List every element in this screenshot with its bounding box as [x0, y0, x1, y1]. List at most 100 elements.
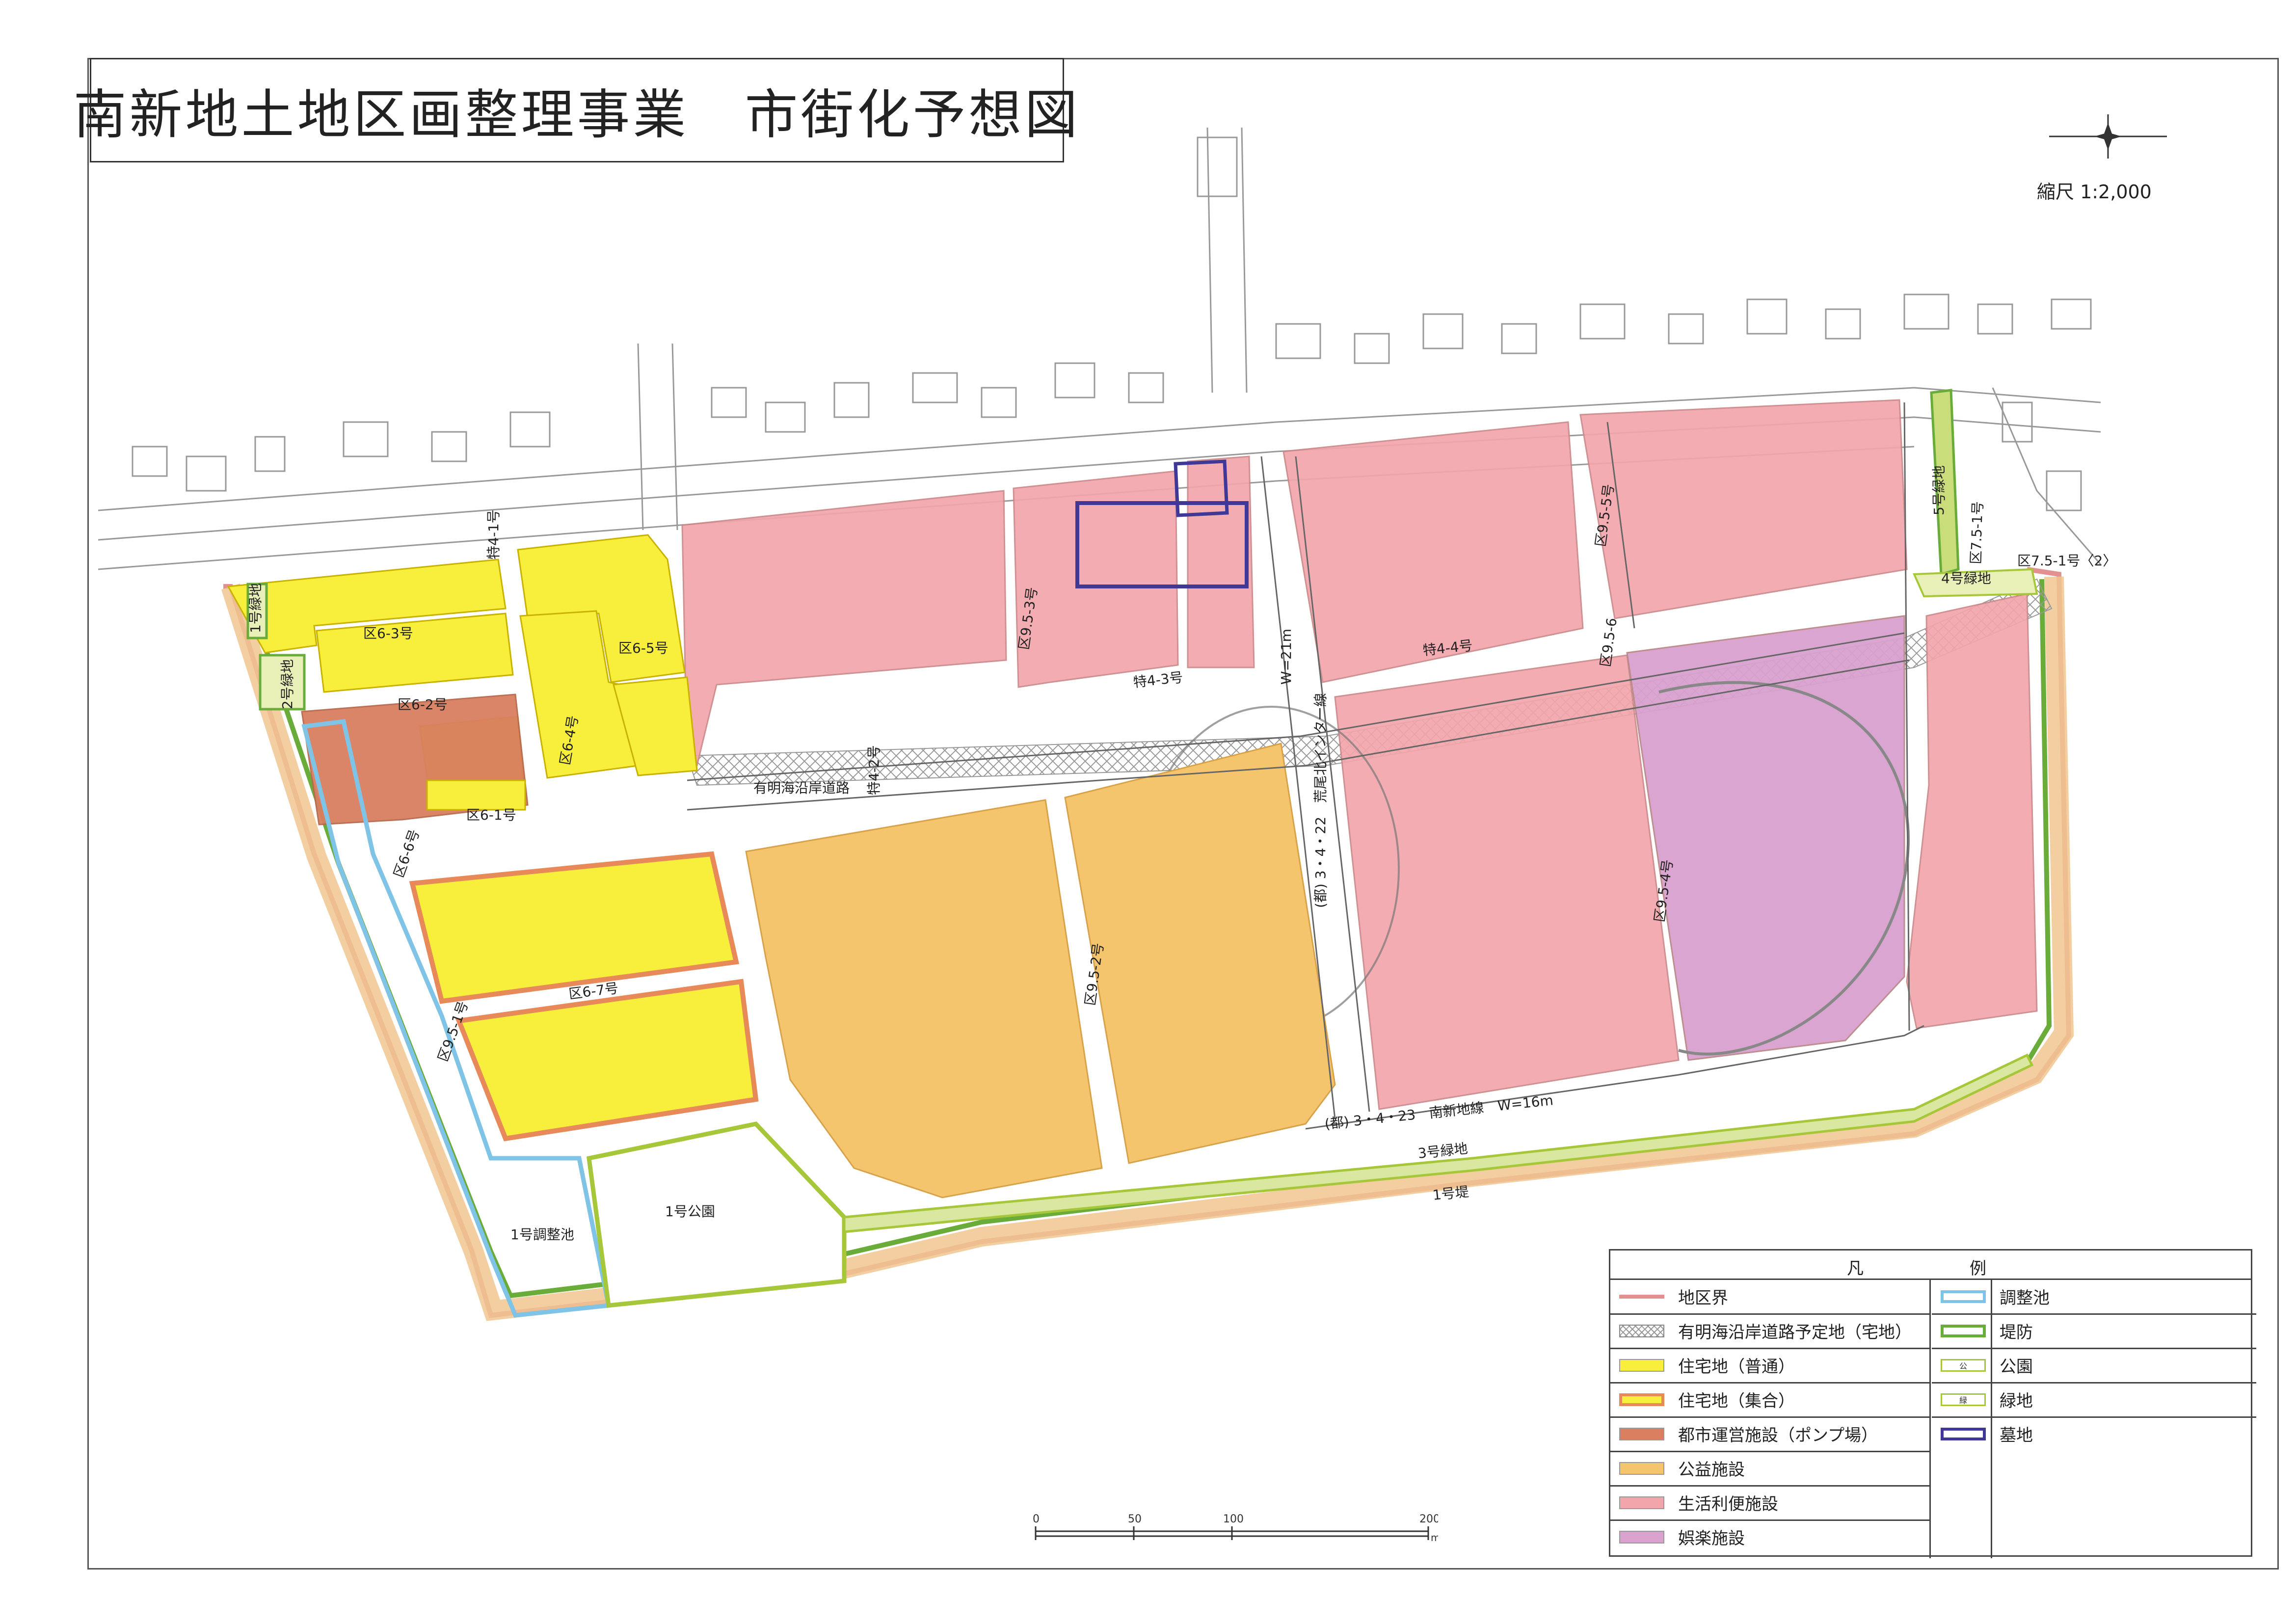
legend-right-swatch-1: [1941, 1324, 1986, 1337]
legend-left-label-1: 有明海沿岸道路予定地（宅地）: [1678, 1323, 1912, 1342]
commercial-block-1: [681, 490, 1007, 767]
label-green-4: 4号緑地: [1941, 570, 1991, 586]
scale-label: 縮尺 1:2,000: [2037, 181, 2152, 203]
legend-left-swatch-6: [1619, 1496, 1664, 1509]
commercial-block-4: [1282, 421, 1584, 683]
legend-right-label-0: 調整池: [2000, 1288, 2050, 1308]
label-toku-4-2: 特4-2号: [866, 745, 882, 795]
label-toku-4-3: 特4-3号: [1132, 669, 1184, 691]
legend-left-row-5: 公益施設: [1610, 1452, 1745, 1485]
pump-inner-residential: [426, 779, 526, 811]
scale-tick-200: 200: [1419, 1513, 1438, 1525]
label-ku-7-5-1-2: 区7.5-1号〈2〉: [2017, 553, 2116, 569]
commercial-block-2: [1013, 470, 1179, 688]
label-ku-6-3: 区6-3号: [363, 625, 413, 641]
legend-left-label-2: 住宅地（普通）: [1678, 1357, 1795, 1377]
legend-left-swatch-1: [1619, 1324, 1664, 1337]
legend-left-swatch-3: [1619, 1393, 1664, 1406]
legend-left-label-4: 都市運営施設（ポンプ場）: [1678, 1426, 1878, 1445]
legend-left-row-4: 都市運営施設（ポンプ場）: [1610, 1417, 1878, 1450]
label-road-3-4-22: (都) 3・4・22 荒尾北インター線: [1312, 693, 1329, 908]
legend-left-row-0: 地区界: [1610, 1280, 1728, 1313]
scale-bar: 0 50 100 200 m: [1033, 1513, 1438, 1544]
map-title: 南新地土地区画整理事業 市街化予想図: [73, 84, 1081, 146]
legend-left-swatch-0: [1619, 1294, 1664, 1299]
entertainment-block: [1626, 615, 1905, 1061]
label-ku-6-1: 区6-1号: [466, 807, 516, 823]
legend-left-label-7: 娯楽施設: [1678, 1529, 1745, 1548]
legend-left-label-5: 公益施設: [1678, 1460, 1745, 1480]
legend-right-row-0: 調整池: [1932, 1280, 2050, 1313]
green-strip-2: [259, 654, 306, 711]
label-road-ariake: 有明海沿岸道路: [753, 780, 850, 796]
map-title-box: 南新地土地区画整理事業 市街化予想図: [74, 58, 1078, 162]
label-ku-7-5-1: 区7.5-1号: [1968, 501, 1986, 565]
label-ku-6-5: 区6-5号: [618, 640, 668, 656]
embankment-band: [221, 576, 2074, 1321]
commercial-block-5: [1579, 399, 1908, 619]
label-toku-4-1: 特4-1号: [485, 509, 502, 559]
label-pond-1: 1号調整池: [510, 1226, 574, 1243]
legend-right-label-1: 堤防: [2000, 1323, 2033, 1342]
label-green-2: 2号緑地: [279, 659, 295, 709]
label-embankment-1: 1号堤: [1432, 1183, 1469, 1203]
cemetery-annex: [1174, 459, 1229, 517]
road-lines: [687, 402, 1924, 1130]
label-park-1: 1号公園: [665, 1203, 715, 1220]
label-green-5: 5号緑地: [1931, 465, 1947, 515]
legend-right-swatch-2: 公: [1941, 1358, 1986, 1372]
public-facility-blocks: [745, 743, 1336, 1198]
public-block-2: [1064, 743, 1336, 1164]
legend-left-swatch-2: [1619, 1358, 1664, 1372]
legend-right-swatch-4: [1941, 1427, 1986, 1440]
label-ku-6-2: 区6-2号: [398, 696, 448, 713]
label-road-w21: W=21m: [1278, 629, 1294, 685]
legend-right-swatch-0: [1941, 1290, 1986, 1303]
map-frame: [87, 58, 2279, 1570]
legend-right-swatch-3: 緑: [1941, 1393, 1986, 1406]
legend-right-label-3: 緑地: [2000, 1391, 2033, 1411]
legend-right-row-4: 墓地: [1932, 1417, 2033, 1450]
residential-collective-blocks: [409, 851, 759, 1142]
label-ku-6-6: 区6-6号: [391, 827, 423, 880]
legend-left-label-0: 地区界: [1678, 1288, 1728, 1308]
legend-right-row-2: 公公園: [1932, 1349, 2033, 1382]
commercial-blocks: [681, 399, 2038, 1110]
legend-left-row-6: 生活利便施設: [1610, 1486, 1778, 1519]
legend-left-row-1: 有明海沿岸道路予定地（宅地）: [1610, 1314, 1912, 1347]
scale-unit: m: [1431, 1532, 1438, 1544]
collective-block-2: [455, 979, 759, 1142]
scale-tick-100: 100: [1223, 1513, 1244, 1525]
label-green-1: 1号緑地: [247, 583, 264, 633]
legend-left-row-2: 住宅地（普通）: [1610, 1349, 1795, 1382]
legend-right-symbol-3: 緑: [1959, 1395, 1967, 1405]
legend-right-label-4: 墓地: [2000, 1426, 2033, 1445]
legend-header: 凡 例: [1610, 1251, 2251, 1280]
legend-right-row-1: 堤防: [1932, 1314, 2033, 1347]
legend: 凡 例 地区界有明海沿岸道路予定地（宅地） 住宅地（普通） 住宅地（集合） 都市運営施…: [1609, 1249, 2256, 1558]
scale-tick-50: 50: [1128, 1513, 1142, 1525]
commercial-block-3: [1187, 455, 1255, 668]
legend-left-label-3: 住宅地（集合）: [1678, 1391, 1795, 1411]
retention-pond: [301, 719, 612, 1318]
legend-header-right: 例: [1970, 1259, 1986, 1278]
legend-left-swatch-5: [1619, 1462, 1664, 1475]
legend-left-label-6: 生活利便施設: [1678, 1494, 1778, 1514]
north-arrow-icon: [2049, 114, 2167, 159]
commercial-block-6: [1334, 654, 1680, 1110]
scale-tick-0: 0: [1033, 1513, 1040, 1525]
green-strip-1: [246, 583, 268, 639]
collective-block-1: [409, 851, 740, 1004]
legend-left-swatch-7: [1619, 1530, 1664, 1544]
cemetery: [1075, 501, 1249, 588]
legend-left-row-7: 娯楽施設: [1610, 1520, 1745, 1553]
legend-header-left: 凡: [1847, 1259, 1864, 1278]
green-strip-4: [1912, 568, 2038, 598]
green-strip-3: [843, 1053, 2034, 1233]
park-1: [586, 1121, 847, 1308]
green-strip-5: [1930, 389, 1960, 576]
legend-right-symbol-2: 公: [1959, 1361, 1967, 1371]
legend-left-swatch-4: [1619, 1427, 1664, 1440]
legend-right-row-3: 緑 緑地: [1932, 1383, 2033, 1416]
